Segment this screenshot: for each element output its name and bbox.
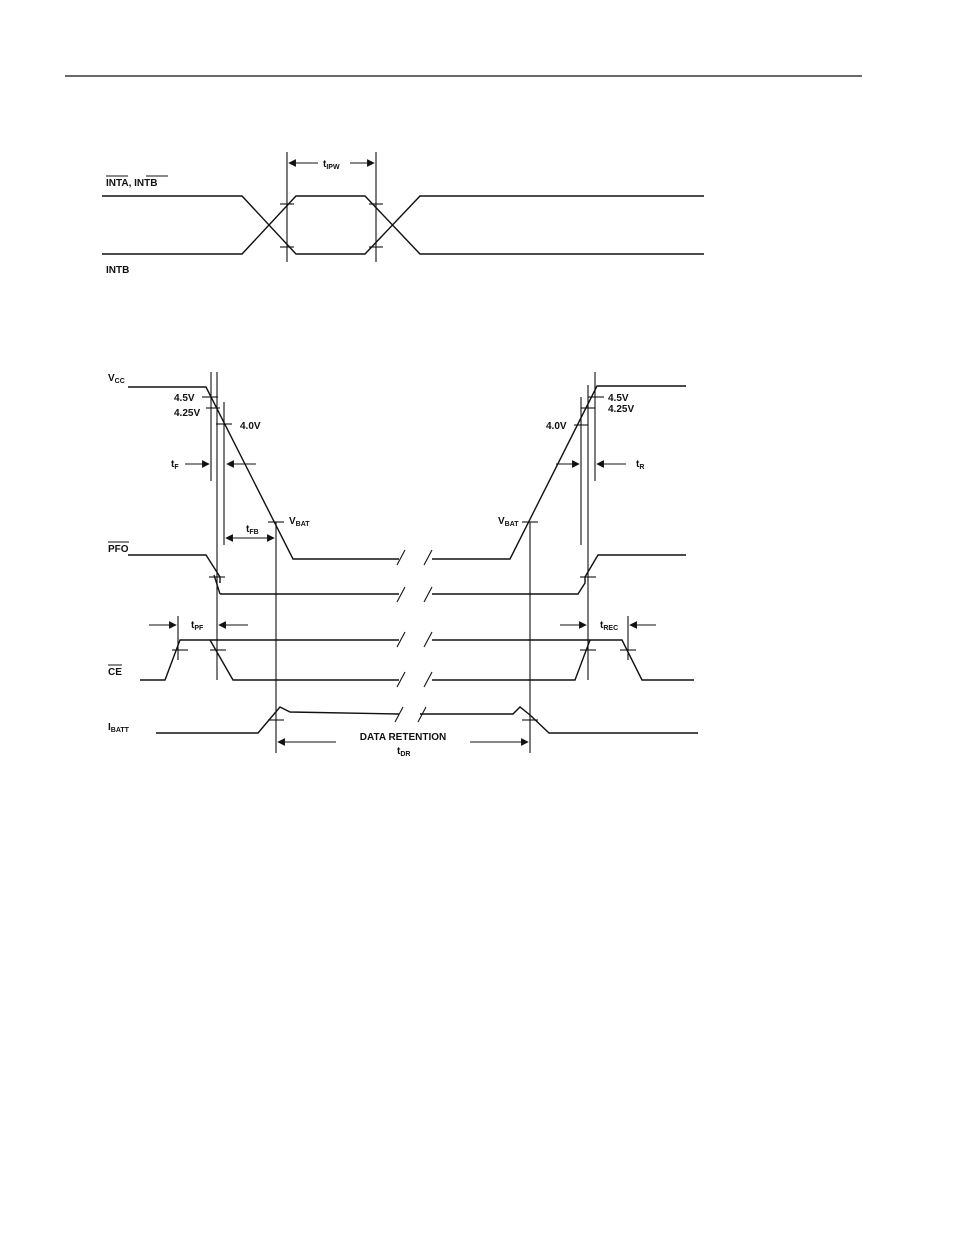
interrupt-wave-bottom bbox=[102, 196, 704, 254]
v40-label-right: 4.0V bbox=[546, 421, 567, 432]
vcc-wave-fall bbox=[128, 387, 399, 559]
tf-label: tF bbox=[171, 459, 179, 471]
interrupt-ticks bbox=[280, 204, 383, 247]
ibatt-wave-right bbox=[420, 707, 698, 733]
data-retention-label: DATA RETENTION bbox=[360, 732, 446, 743]
ce-wave-left bbox=[140, 640, 399, 680]
vertical-reference-lines bbox=[211, 372, 595, 753]
v425-label-right: 4.25V bbox=[608, 404, 634, 415]
ibatt-label: IBATT bbox=[108, 722, 130, 734]
svg-text:PFO: PFO bbox=[108, 544, 129, 555]
power-timing-diagram: VCC PFO CE IBATT bbox=[108, 372, 698, 758]
v45-label-left: 4.5V bbox=[174, 393, 195, 404]
interrupt-timing-diagram: INTA, INTB INTB tIPW bbox=[102, 152, 704, 276]
ce-low-line-right bbox=[432, 640, 590, 680]
interrupt-wave-top bbox=[102, 196, 704, 254]
vcc-wave-rise bbox=[432, 386, 686, 559]
intb-label: INTB bbox=[106, 265, 129, 276]
time-break-marks bbox=[395, 550, 432, 722]
vbat-label-right: VBAT bbox=[498, 516, 519, 528]
vcc-label: VCC bbox=[108, 373, 125, 385]
pfo-low-right bbox=[432, 555, 686, 594]
inta-intb-label: INTA, INTB bbox=[106, 176, 168, 189]
tr-label: tR bbox=[636, 459, 644, 471]
svg-text:INTA, INTB: INTA, INTB bbox=[106, 178, 157, 189]
svg-text:CE: CE bbox=[108, 667, 122, 678]
tpf-label: tPF bbox=[191, 620, 204, 632]
ce-label: CE bbox=[108, 665, 122, 678]
pfo-wave-high-left bbox=[128, 555, 220, 583]
ce-high-line-right bbox=[432, 640, 694, 680]
tipw-label: tIPW bbox=[323, 159, 340, 171]
v45-label-right: 4.5V bbox=[608, 393, 629, 404]
pfo-label: PFO bbox=[108, 542, 129, 555]
tfb-label: tFB bbox=[246, 524, 259, 536]
tdr-label: tDR bbox=[397, 746, 410, 758]
vbat-label-left: VBAT bbox=[289, 516, 310, 528]
v425-label-left: 4.25V bbox=[174, 408, 200, 419]
v40-label-left: 4.0V bbox=[240, 421, 261, 432]
trec-label: tREC bbox=[600, 620, 618, 632]
